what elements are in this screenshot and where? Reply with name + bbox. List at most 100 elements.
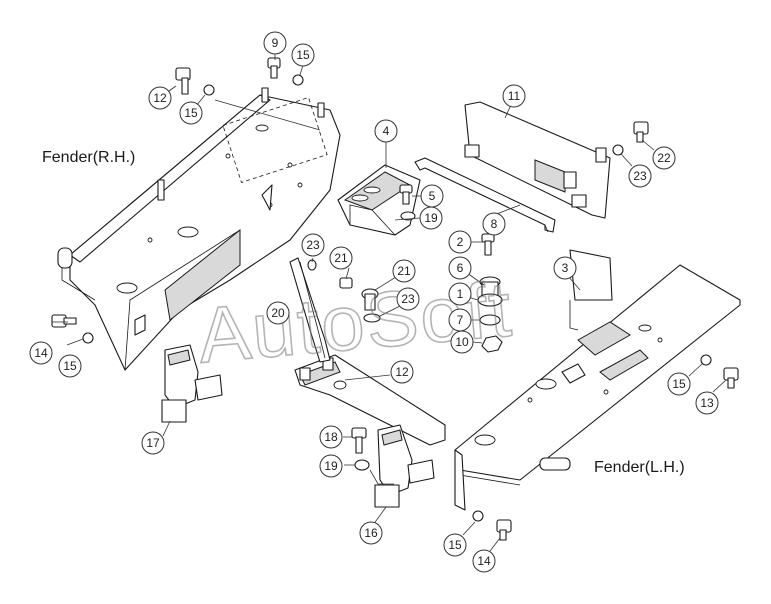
bolt-2 — [481, 233, 495, 256]
svg-text:8: 8 — [491, 217, 498, 231]
callout-9: 8 — [482, 212, 506, 236]
washer-15-e — [472, 510, 484, 522]
svg-text:22: 22 — [657, 151, 671, 165]
fender-rh-label: Fender(R.H.) — [42, 149, 135, 166]
washer-23-a — [612, 144, 624, 156]
washer-19-a — [400, 211, 416, 221]
callout-14-right: 14 — [472, 549, 496, 573]
callout-11: 11 — [502, 84, 526, 108]
washer-15-d — [700, 354, 712, 366]
panel-11 — [464, 101, 611, 219]
callout-15-a: 15 — [291, 43, 315, 67]
svg-text:9: 9 — [272, 36, 279, 50]
callout-23-b: 23 — [301, 233, 325, 257]
callout-18: 18 — [319, 425, 343, 449]
callout-8: 10 — [450, 330, 474, 354]
svg-text:14: 14 — [477, 554, 491, 568]
callout-15-b: 15 — [179, 101, 203, 125]
svg-text:19: 19 — [424, 211, 438, 225]
fender-lh — [454, 249, 741, 511]
svg-text:15: 15 — [672, 377, 686, 391]
callout-7: 7 — [448, 308, 472, 332]
svg-text:15: 15 — [63, 359, 77, 373]
callout-16: 16 — [359, 521, 383, 545]
washer-23-c — [363, 313, 381, 323]
callout-15-c: 15 — [58, 354, 82, 378]
callout-23-a: 23 — [628, 164, 652, 188]
callout-15-e: 15 — [443, 533, 467, 557]
washer-15-b — [292, 74, 304, 86]
bolt-14-left — [51, 314, 77, 328]
svg-text:11: 11 — [508, 89, 521, 103]
svg-text:6: 6 — [457, 261, 464, 275]
hardware — [51, 57, 739, 541]
svg-text:21: 21 — [397, 264, 411, 278]
svg-text:21: 21 — [334, 251, 348, 265]
washer-15-a — [203, 84, 215, 96]
svg-text:12: 12 — [395, 365, 409, 379]
svg-text:7: 7 — [457, 313, 464, 327]
svg-text:4: 4 — [383, 124, 390, 138]
svg-text:23: 23 — [401, 292, 415, 306]
bolt-13-left — [175, 67, 191, 95]
svg-text:15: 15 — [448, 538, 462, 552]
callout-21-b: 21 — [392, 259, 416, 283]
washer-23-b — [307, 259, 317, 271]
bolt-22 — [633, 121, 649, 143]
callout-13-right: 13 — [695, 391, 719, 415]
bolt-10 — [267, 57, 281, 79]
svg-text:23: 23 — [306, 238, 320, 252]
callout-6: 6 — [448, 256, 472, 280]
svg-text:12: 12 — [153, 91, 167, 105]
svg-text:19: 19 — [324, 459, 338, 473]
svg-text:20: 20 — [271, 306, 285, 320]
bolt-14-right — [496, 519, 512, 541]
svg-text:1: 1 — [457, 287, 464, 301]
svg-text:15: 15 — [296, 48, 310, 62]
washer-19-b — [354, 459, 370, 471]
svg-text:15: 15 — [184, 106, 198, 120]
hinge-bracket-17 — [161, 344, 223, 423]
callout-1: 1 — [448, 282, 472, 306]
svg-text:18: 18 — [324, 430, 338, 444]
callouts: 12 9 15 15 4 11 22 23 5 19 8 2 6 1 7 10 … — [29, 31, 719, 573]
callout-13-left: 12 — [148, 86, 172, 110]
callout-21-a: 21 — [329, 246, 353, 270]
svg-text:13: 13 — [700, 396, 714, 410]
fender-lh-label: Fender(L.H.) — [594, 459, 685, 476]
svg-text:2: 2 — [457, 235, 464, 249]
callout-19-b: 19 — [319, 454, 343, 478]
svg-text:10: 10 — [455, 335, 469, 349]
callout-14-left: 14 — [29, 341, 53, 365]
callout-2: 2 — [448, 230, 472, 254]
callout-19-a: 19 — [419, 206, 443, 230]
svg-text:3: 3 — [562, 261, 569, 275]
fender-rh — [57, 87, 341, 371]
svg-text:16: 16 — [364, 526, 378, 540]
crossmember-12 — [294, 354, 446, 446]
bolt-13-right — [723, 367, 739, 389]
callout-4: 4 — [374, 119, 398, 143]
callout-20: 20 — [266, 301, 290, 325]
callout-10: 9 — [263, 31, 287, 55]
callout-22: 22 — [652, 146, 676, 170]
nut-8 — [481, 335, 503, 353]
svg-text:17: 17 — [146, 436, 160, 450]
callout-12: 12 — [390, 360, 414, 384]
svg-text:5: 5 — [429, 189, 436, 203]
callout-23-c: 23 — [396, 287, 420, 311]
callout-15-d: 15 — [667, 372, 691, 396]
svg-text:23: 23 — [633, 169, 647, 183]
bolt-5 — [399, 184, 413, 205]
washer-15-c — [82, 332, 94, 344]
callout-3: 3 — [553, 256, 577, 280]
hinge-bracket-16 — [374, 424, 435, 508]
pin-21 — [339, 277, 379, 311]
bar-9 — [414, 157, 556, 233]
bolt-18 — [351, 427, 367, 454]
callout-5: 5 — [420, 184, 444, 208]
callout-17: 17 — [141, 431, 165, 455]
support-20 — [289, 257, 331, 363]
